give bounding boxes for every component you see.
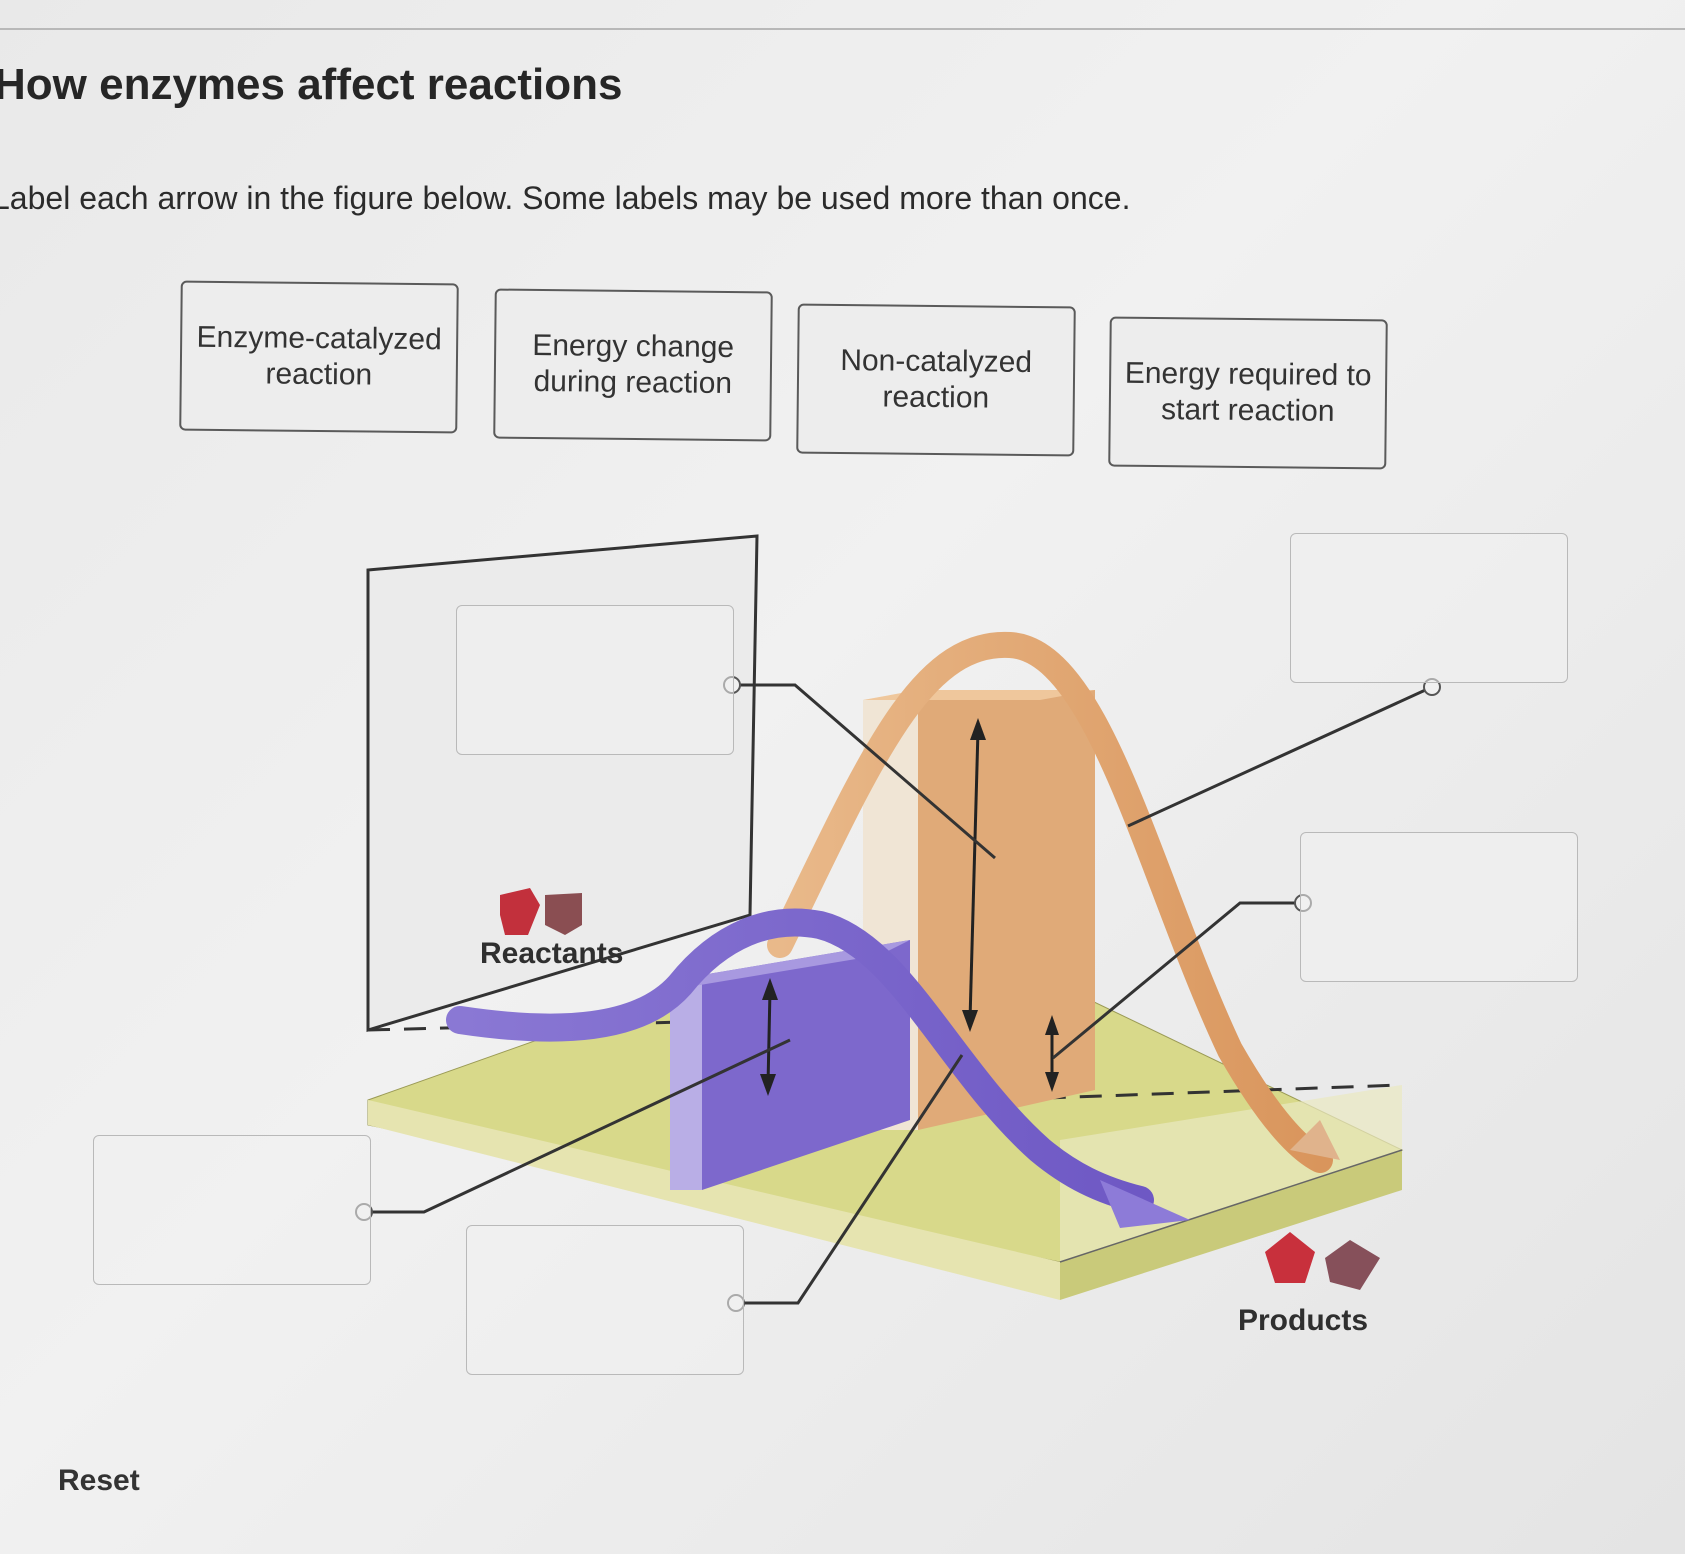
leader-line-top-right — [1127, 685, 1433, 828]
base-front-edge — [368, 1100, 1060, 1300]
page-title: How enzymes affect reactions — [0, 60, 623, 109]
activation-energy-arrow-non-catalyzed — [968, 729, 980, 1021]
leader-line-bottom-center — [736, 1054, 964, 1305]
leader-line-bottom-left — [364, 1038, 791, 1214]
product-molecule-maroon — [1325, 1240, 1380, 1290]
purple-block-side — [670, 975, 702, 1190]
drop-zone-bottom-left[interactable] — [93, 1135, 371, 1285]
drop-zone-bottom-center[interactable] — [466, 1225, 744, 1375]
leader-line-mid-right — [1052, 901, 1303, 1060]
purple-block-front — [702, 940, 910, 1190]
leader-line-top-left — [732, 683, 996, 860]
enzyme-catalyzed-arrow — [446, 908, 1154, 1214]
drop-zone-mid-right[interactable] — [1300, 832, 1578, 982]
tall-block-front — [918, 690, 1095, 1130]
drop-zone-top-right[interactable] — [1290, 533, 1568, 683]
activation-energy-arrow-catalyzed — [766, 989, 772, 1086]
drop-zone-top-left[interactable] — [456, 605, 734, 755]
top-divider — [0, 28, 1685, 30]
instructions-text: Label each arrow in the figure below. So… — [0, 180, 1131, 216]
non-catalyzed-arrow — [767, 631, 1333, 1173]
product-molecule-red — [1265, 1232, 1315, 1283]
products-label: Products — [1238, 1304, 1369, 1337]
base-right-edge — [1060, 1150, 1402, 1300]
reactant-molecule-maroon — [545, 893, 582, 935]
reset-button[interactable]: Reset — [58, 1464, 140, 1497]
reactant-molecule-red — [500, 888, 540, 935]
non-catalyzed-arrowhead — [1290, 1120, 1340, 1160]
enzyme-catalyzed-arrowhead — [1100, 1180, 1190, 1228]
reactants-label: Reactants — [480, 937, 624, 970]
